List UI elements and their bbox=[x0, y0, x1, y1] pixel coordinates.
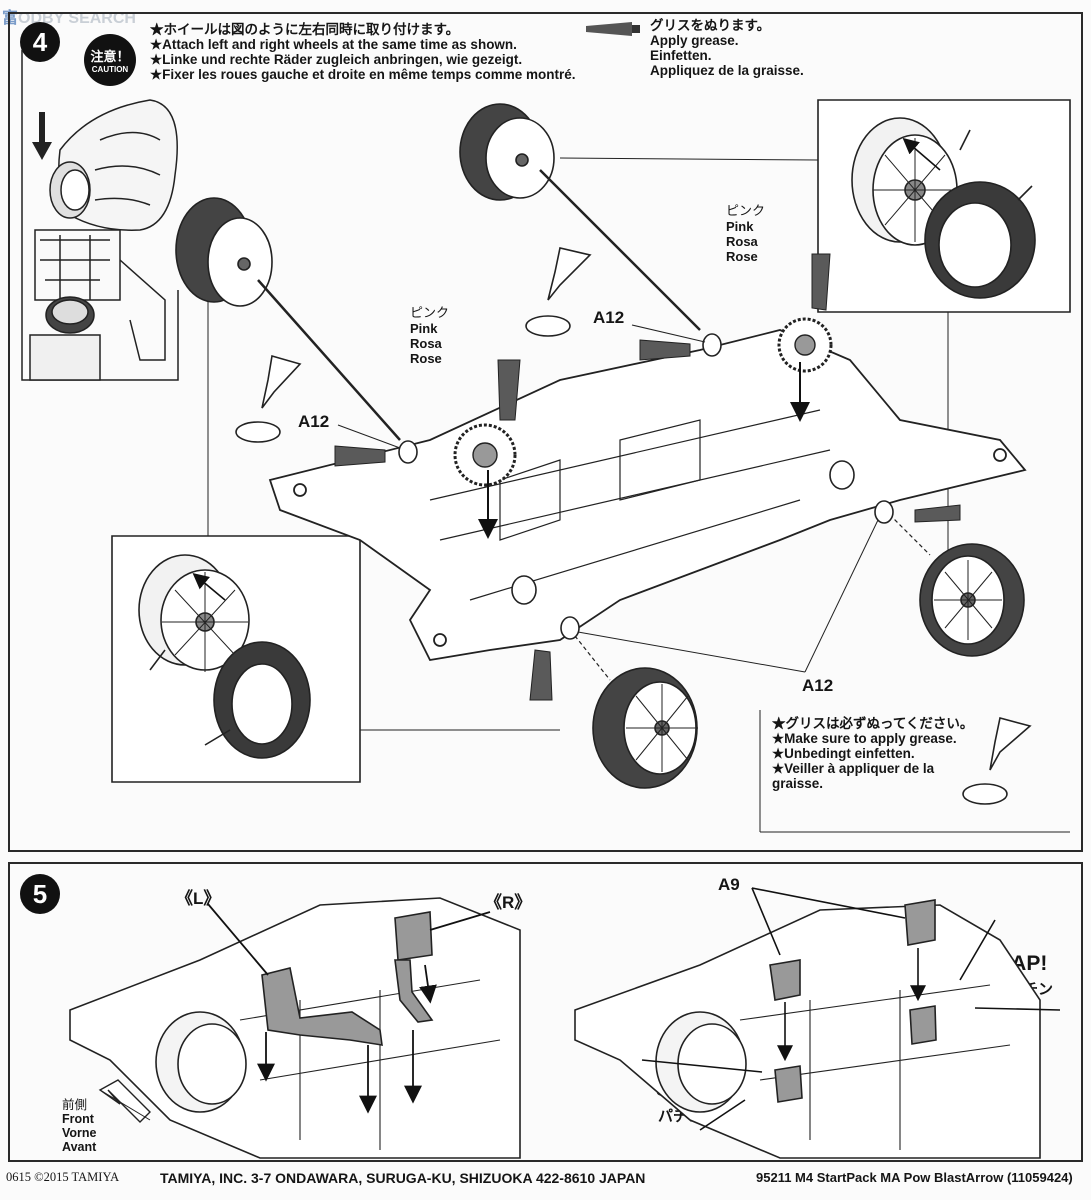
part-label-a12-1: A12 bbox=[593, 308, 625, 327]
pink-label-left: ピンク Pink Rosa Rose bbox=[410, 306, 450, 366]
caution-text: ★ホイールは図のように左右同時に取り付けます。 ★Attach left and… bbox=[150, 22, 576, 82]
snap-label-left-jp: パチン bbox=[658, 1107, 704, 1125]
front-label: 前側 Front Vorne Avant bbox=[62, 1097, 97, 1155]
step4-frame bbox=[8, 12, 1083, 852]
grease-legend: グリスをぬります。 Apply grease. Einfetten. Appli… bbox=[650, 18, 804, 78]
snap-label-right: SNAP! bbox=[982, 952, 1048, 975]
label-left: 《L》 bbox=[176, 889, 221, 908]
step4-number: 4 bbox=[20, 22, 60, 62]
step5-frame bbox=[8, 862, 1083, 1162]
step5-number: 5 bbox=[20, 874, 60, 914]
pink-label-right: ピンク Pink Rosa Rose bbox=[726, 204, 766, 264]
part-label-a9: A9 bbox=[718, 875, 740, 894]
part-label-c1-top: C1 bbox=[1030, 168, 1052, 187]
part-label-a12-2: A12 bbox=[298, 412, 330, 431]
footer-product: 95211 M4 StartPack MA Pow BlastArrow (11… bbox=[756, 1170, 1073, 1185]
part-label-b1-top: B1 bbox=[975, 112, 997, 131]
caution-badge: 注意！ CAUTION bbox=[84, 34, 136, 86]
part-label-b1-left: B1 bbox=[124, 672, 146, 691]
footer-address: TAMIYA, INC. 3-7 ONDAWARA, SURUGA-KU, SH… bbox=[160, 1170, 646, 1186]
footer-code: 0615 ©2015 TAMIYA bbox=[6, 1170, 120, 1184]
label-right: 《R》 bbox=[485, 893, 532, 912]
part-label-a12-3: A12 bbox=[802, 676, 834, 695]
snap-label-left: SNAP! bbox=[656, 1078, 722, 1101]
part-label-c1-left: C1 bbox=[180, 750, 202, 769]
snap-label-right-jp: パチン bbox=[1008, 980, 1054, 998]
grease-note: ★グリスは必ずぬってください。 ★Make sure to apply grea… bbox=[772, 716, 974, 791]
